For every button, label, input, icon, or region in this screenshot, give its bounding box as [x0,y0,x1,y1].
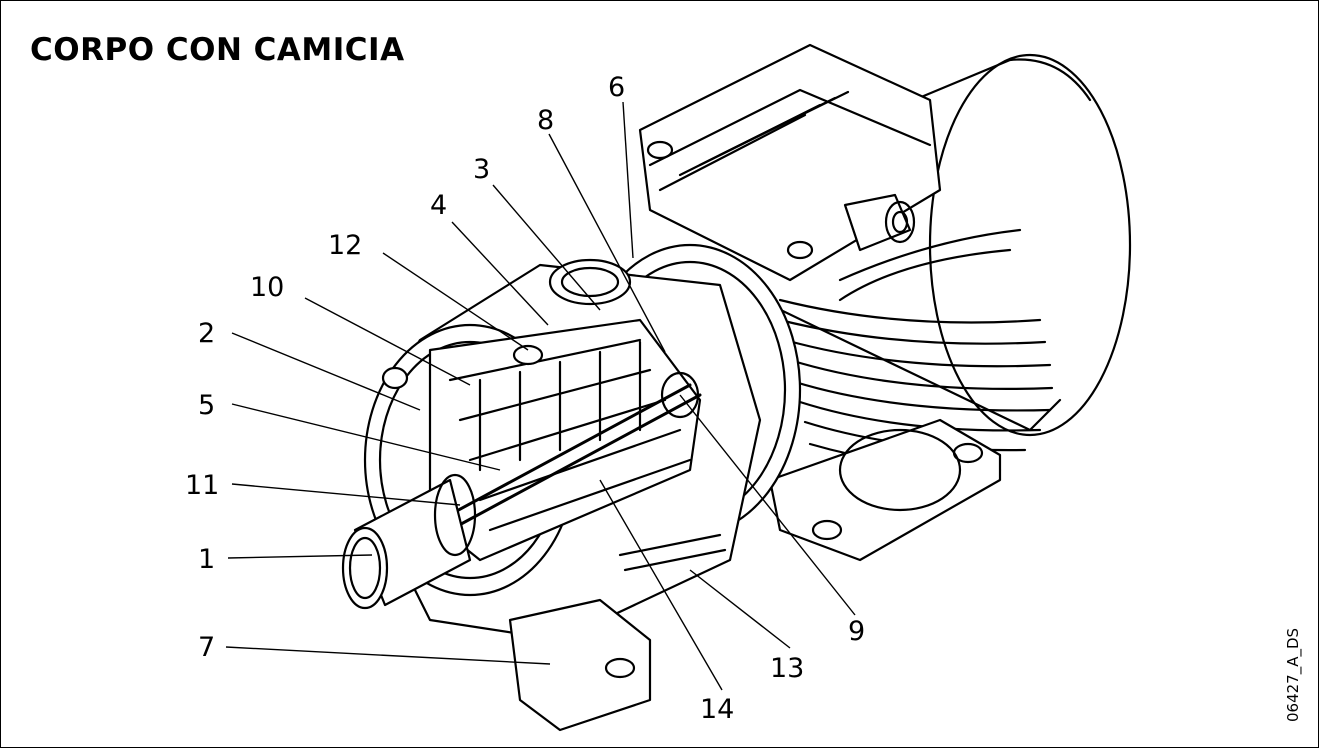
callout-13: 13 [770,653,804,684]
terminal-box [638,43,942,282]
callout-6: 6 [608,72,625,103]
leader-6 [622,101,634,259]
leader-7 [225,646,551,665]
callout-4: 4 [430,190,447,221]
drawing-code: 06427_A_DS [1284,627,1302,722]
callout-12: 12 [328,230,362,261]
leader-9 [679,394,856,616]
callout-14: 14 [700,694,734,725]
callout-9: 9 [848,616,865,647]
page-title: CORPO CON CAMICIA [30,32,405,68]
leader-10 [304,297,471,386]
leader-14 [599,479,723,691]
callout-10: 10 [250,272,284,303]
callout-5: 5 [198,390,215,421]
callout-8: 8 [537,105,554,136]
callout-labels: 1 2 3 4 5 6 7 8 9 10 11 12 13 14 [185,72,865,725]
leader-11 [231,483,461,506]
suction-pipe [341,473,477,610]
callout-2: 2 [198,318,215,349]
leader-2 [231,332,421,411]
leader-1 [227,554,373,559]
leader-13 [689,569,791,649]
leader-4 [451,221,549,326]
leader-lines [225,101,856,691]
leader-5 [231,403,501,471]
leader-12 [382,252,529,351]
leader-3 [492,184,601,311]
callout-3: 3 [473,154,490,185]
callout-7: 7 [198,632,215,663]
callout-11: 11 [185,470,219,501]
callout-1: 1 [198,544,215,575]
motor-body [758,53,1132,562]
leader-8 [548,133,666,353]
